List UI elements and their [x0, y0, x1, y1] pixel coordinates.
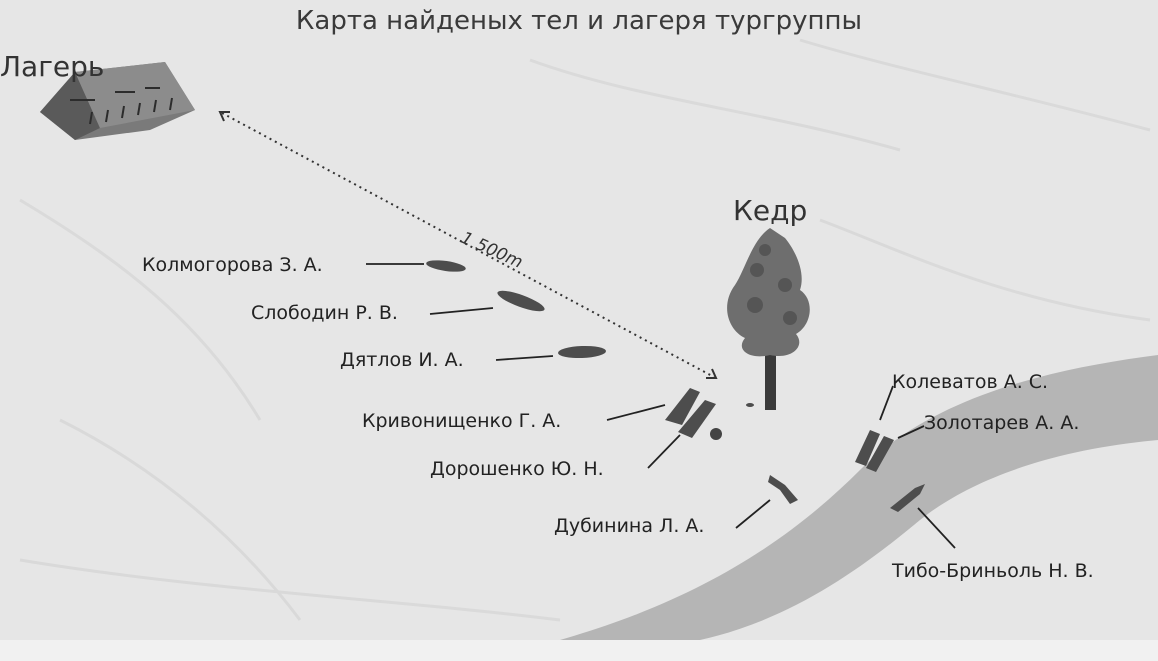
label-cedar: Кедр	[733, 194, 808, 227]
label-krivonischenko: Кривонищенко Г. А.	[362, 410, 562, 432]
map-title: Карта найденых тел и лагеря тургруппы	[295, 6, 863, 36]
label-kolevatov: Колеватов А. С.	[892, 371, 1049, 393]
label-zolotarev: Золотарев А. А.	[924, 412, 1080, 434]
label-slobodin: Слободин Р. В.	[251, 302, 398, 324]
tent-icon	[40, 62, 195, 140]
label-doroshenko: Дорошенко Ю. Н.	[430, 458, 604, 480]
label-kolmogorova: Колмогорова З. А.	[142, 254, 323, 276]
footer-strip	[0, 640, 1158, 661]
label-camp: Лагерь	[0, 50, 105, 83]
distance-arrow	[218, 111, 718, 379]
label-dubinina: Дубинина Л. А.	[554, 515, 705, 537]
cedar-tree-icon	[727, 228, 810, 410]
body-figures	[426, 260, 925, 512]
label-dyatlov: Дятлов И. А.	[340, 349, 464, 371]
leader-lines	[366, 263, 956, 549]
label-thibeaux-brignolle: Тибо-Бриньоль Н. В.	[892, 560, 1094, 582]
stream	[560, 355, 1158, 640]
